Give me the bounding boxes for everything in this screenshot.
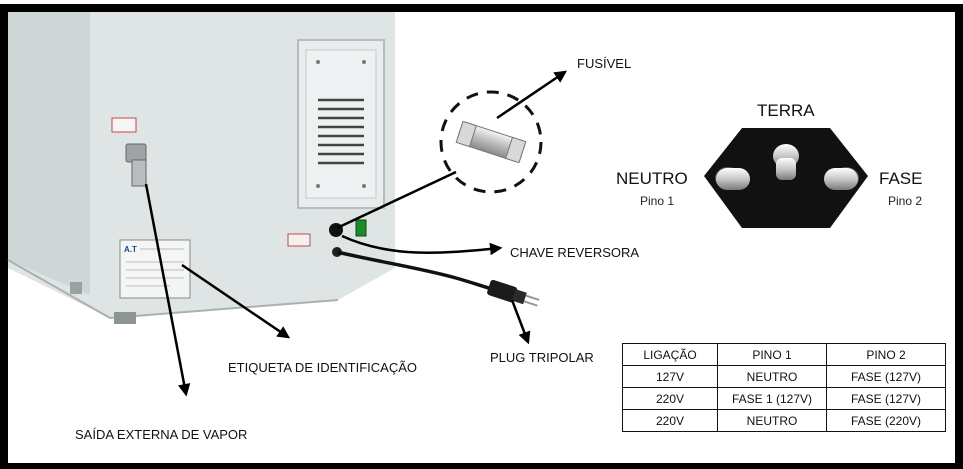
table-cell: FASE 1 (127V) xyxy=(717,387,827,410)
plug-pin-diagram xyxy=(704,128,868,228)
terra-pin-icon xyxy=(773,144,799,180)
connection-table: LIGAÇÃO PINO 1 PINO 2 127V NEUTRO FASE (… xyxy=(622,343,946,432)
sterilizer-cabinet: A.T xyxy=(7,12,395,324)
chave-reversora-label: CHAVE REVERSORA xyxy=(510,245,640,260)
table-cell: 127V xyxy=(622,365,718,388)
tripolar-plug xyxy=(487,279,540,307)
header-pino-1: PINO 1 xyxy=(717,343,827,366)
neutro-pino-label: Pino 1 xyxy=(640,194,675,208)
table-cell: FASE (127V) xyxy=(826,365,946,388)
table-cell: 220V xyxy=(622,387,718,410)
fase-pino-label: Pino 2 xyxy=(888,194,923,208)
svg-text:A.T: A.T xyxy=(124,245,137,254)
plug-tripolar-label: PLUG TRIPOLAR xyxy=(490,350,594,365)
fase-pin-icon xyxy=(824,167,859,190)
reverser-switch xyxy=(355,219,367,237)
neutro-label: NEUTRO xyxy=(616,169,688,188)
chave-reversora-arrow xyxy=(341,234,503,256)
fusivel-label: FUSÍVEL xyxy=(577,56,632,71)
fase-label: FASE xyxy=(879,169,923,188)
table-row: 127V NEUTRO FASE (127V) xyxy=(622,365,946,388)
power-cable xyxy=(336,250,493,291)
table-cell: FASE (127V) xyxy=(826,387,946,410)
table-cell: NEUTRO xyxy=(717,365,827,388)
header-pino-2: PINO 2 xyxy=(826,343,946,366)
header-ligacao: LIGAÇÃO xyxy=(622,343,718,366)
fusivel-arrow xyxy=(496,70,568,120)
steam-outlet-valve xyxy=(125,143,147,187)
border-frame xyxy=(0,4,963,469)
neutro-pin-icon xyxy=(715,167,750,190)
table-row: 220V NEUTRO FASE (220V) xyxy=(622,409,946,432)
etiqueta-arrow xyxy=(181,263,291,339)
table-cell: NEUTRO xyxy=(717,409,827,432)
etiqueta-label: ETIQUETA DE IDENTIFICAÇÃO xyxy=(228,360,418,375)
plug-tripolar-arrow xyxy=(510,299,531,345)
terra-label: TERRA xyxy=(757,101,815,120)
identification-label: A.T xyxy=(119,239,191,299)
table-cell: FASE (220V) xyxy=(826,409,946,432)
table-cell: 220V xyxy=(622,409,718,432)
saida-vapor-label: SAÍDA EXTERNA DE VAPOR xyxy=(75,427,248,442)
saida-vapor-arrow xyxy=(144,183,191,397)
fuse-icon xyxy=(455,120,527,164)
table-header-row: LIGAÇÃO PINO 1 PINO 2 xyxy=(622,343,946,366)
fuse-pointer-line xyxy=(336,170,457,230)
table-row: 220V FASE 1 (127V) FASE (127V) xyxy=(622,387,946,410)
